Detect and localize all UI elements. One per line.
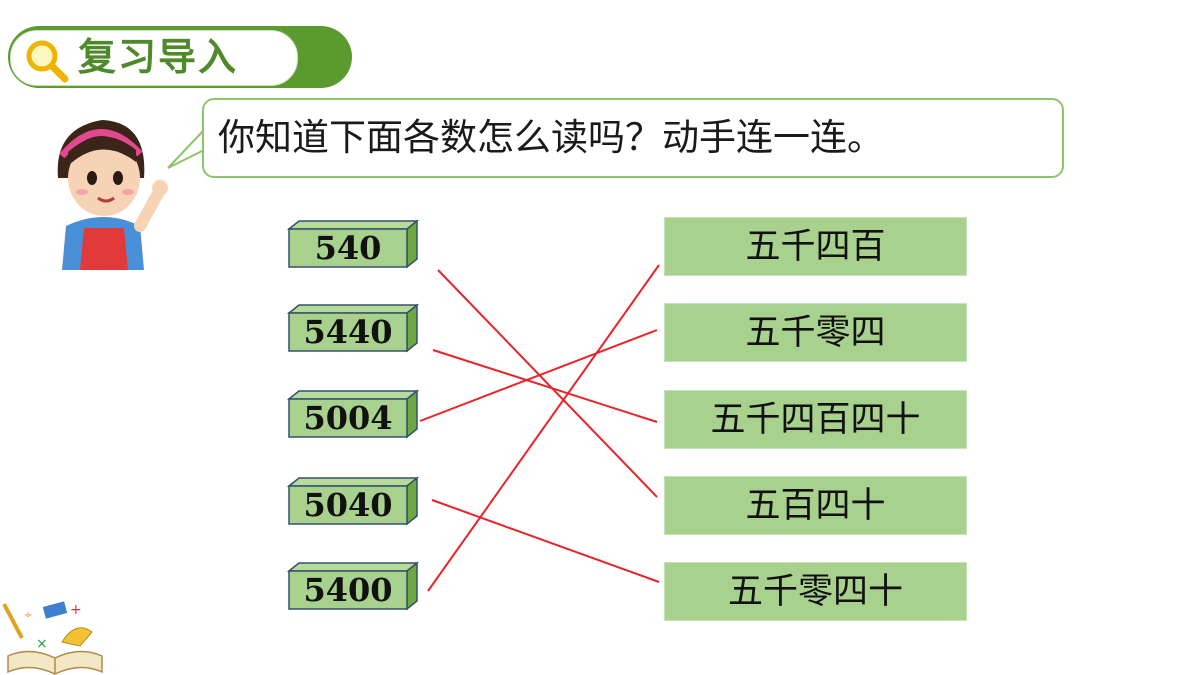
block-shape [286,389,420,439]
svg-text:÷: ÷ [24,610,32,621]
number-block-5004: 5004 [286,389,420,439]
block-shape [286,219,420,269]
word-box-5[interactable]: 五千零四十 [664,562,967,621]
section-title: 复习导入 [78,35,239,79]
number-label: 5004 [303,399,393,437]
bubble-tail [167,129,205,169]
number-label: 5440 [303,313,393,351]
line-5440-to-wuqiansibaisishi [432,349,658,423]
number-block-5440: 5440 [286,303,420,353]
word-box-1[interactable]: 五千四百 [664,217,967,276]
prompt-text: 你知道下面各数怎么读吗？动手连一连。 [218,116,884,159]
number-label: 5400 [303,571,393,609]
number-block-540: 540 [286,219,420,269]
line-540-to-wubaisishi [437,269,658,498]
line-5040-to-wuqianlingsishi [431,499,660,583]
svg-text:+: + [70,602,82,618]
magnifier-icon [26,40,69,83]
word-box-2[interactable]: 五千零四 [664,303,967,362]
block-shape [286,476,420,526]
number-label: 540 [314,229,382,267]
book-stationery-icon: + × ÷ [2,601,103,675]
speech-bubble [202,98,1064,178]
svg-text:×: × [36,636,48,652]
word-box-3[interactable]: 五千四百四十 [664,390,967,449]
line-5400-to-wuqiansibai [427,264,660,592]
number-label: 5040 [303,486,393,524]
number-block-5040: 5040 [286,476,420,526]
word-box-4[interactable]: 五百四十 [664,476,967,535]
girl-avatar [57,120,168,270]
block-shape [286,303,420,353]
number-block-5400: 5400 [286,561,420,611]
line-5004-to-wuqianlingsi [419,329,658,422]
block-shape [286,561,420,611]
